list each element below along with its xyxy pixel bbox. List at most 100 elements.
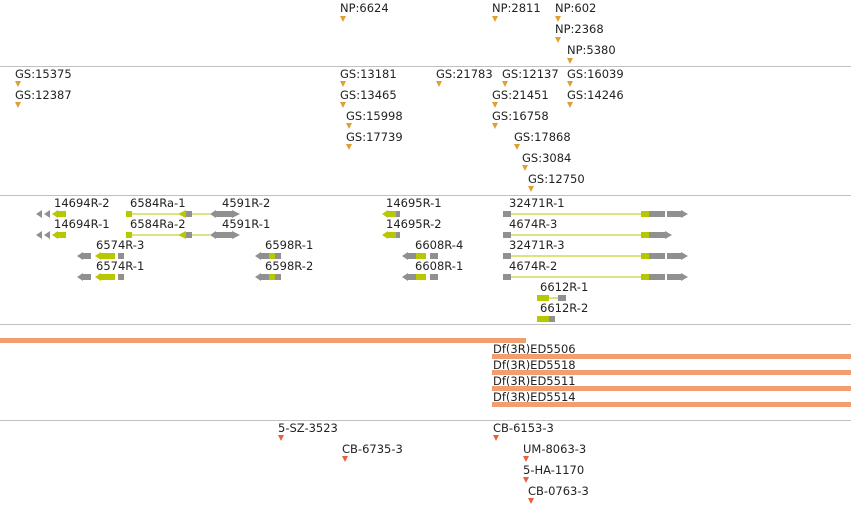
insertion-marker[interactable] [278,435,284,441]
gs-feature-label[interactable]: GS:17868 [514,130,571,144]
gs-feature-label[interactable]: GS:13181 [340,67,397,81]
deficiency-bar[interactable] [492,370,851,375]
np-feature-marker[interactable] [567,58,573,64]
transcript-label[interactable]: 14695R-1 [386,196,442,210]
insertion-label[interactable]: 5-HA-1170 [523,463,585,477]
insertion-label[interactable]: CB-0763-3 [528,484,589,498]
insertion-marker[interactable] [342,456,348,462]
transcript-label[interactable]: 4591R-1 [222,217,271,231]
gs-feature-marker[interactable] [528,186,534,192]
transcript-model-6598R-1[interactable] [255,252,281,260]
gs-feature-label[interactable]: GS:3084 [522,151,572,165]
gs-feature-marker[interactable] [15,81,21,87]
transcript-model-6608R-4[interactable] [402,252,438,260]
gs-feature-label[interactable]: GS:17739 [346,130,403,144]
transcript-label[interactable]: 4674R-2 [509,259,558,273]
transcript-label[interactable]: 14694R-1 [54,217,110,231]
transcript-model-14695R-2[interactable] [382,231,400,239]
transcript-label[interactable]: 4674R-3 [509,217,558,231]
transcript-label[interactable]: 6598R-2 [265,259,314,273]
insertion-label[interactable]: 5-SZ-3523 [278,421,338,435]
gs-feature-label[interactable]: GS:15375 [15,67,72,81]
transcript-label[interactable]: 6584Ra-1 [130,196,186,210]
insertion-label[interactable]: CB-6735-3 [342,442,403,456]
transcript-label[interactable]: 6574R-3 [96,238,145,252]
transcript-label[interactable]: 6612R-1 [540,280,589,294]
gs-feature-label[interactable]: GS:12137 [502,67,559,81]
np-feature-label[interactable]: NP:2811 [492,1,541,15]
transcript-model-6608R-1[interactable] [402,273,438,281]
transcript-model-14694R-2[interactable] [36,210,66,218]
transcript-model-6598R-2[interactable] [255,273,281,281]
transcript-label[interactable]: 6608R-1 [415,259,464,273]
transcript-model-14694R-1[interactable] [36,231,66,239]
gs-feature-label[interactable]: GS:12387 [15,88,72,102]
gs-feature-marker[interactable] [522,165,528,171]
transcript-model-6612R-1[interactable] [537,295,566,301]
transcript-label[interactable]: 6584Ra-2 [130,217,186,231]
deficiency-bar[interactable] [0,338,526,343]
gs-feature-marker[interactable] [567,81,573,87]
gs-feature-marker[interactable] [340,102,346,108]
np-feature-marker[interactable] [340,16,346,22]
transcript-model-6612R-2[interactable] [537,316,555,322]
gs-feature-label[interactable]: GS:16039 [567,67,624,81]
gs-feature-marker[interactable] [346,144,352,150]
deficiency-label[interactable]: Df(3R)ED5511 [493,374,576,388]
gs-feature-marker[interactable] [340,81,346,87]
transcript-label[interactable]: 6598R-1 [265,238,314,252]
gs-feature-marker[interactable] [492,102,498,108]
gs-feature-label[interactable]: GS:21451 [492,88,549,102]
gs-feature-marker[interactable] [502,81,508,87]
insertion-marker[interactable] [523,477,529,483]
insertion-marker[interactable] [523,456,529,462]
deficiency-label[interactable]: Df(3R)ED5506 [493,342,576,356]
deficiency-label[interactable]: Df(3R)ED5514 [493,390,576,404]
transcript-model-6574R-3[interactable] [77,252,124,260]
transcript-label[interactable]: 6574R-1 [96,259,145,273]
transcript-label[interactable]: 32471R-1 [509,196,565,210]
transcript-model-6584Ra-2[interactable] [126,231,240,239]
gs-feature-marker[interactable] [436,81,442,87]
insertion-label[interactable]: CB-6153-3 [493,421,554,435]
gs-feature-label[interactable]: GS:15998 [346,109,403,123]
track-separator [0,195,851,196]
gs-feature-label[interactable]: GS:21783 [436,67,493,81]
transcript-label[interactable]: 32471R-3 [509,238,565,252]
gs-feature-label[interactable]: GS:12750 [528,172,585,186]
gs-feature-marker[interactable] [514,144,520,150]
transcript-label[interactable]: 14694R-2 [54,196,110,210]
gs-feature-marker[interactable] [492,123,498,129]
deficiency-bar[interactable] [492,386,851,391]
transcript-label[interactable]: 4591R-2 [222,196,271,210]
transcript-model-4674R-2[interactable] [503,273,688,281]
transcript-model-6574R-1[interactable] [77,273,124,281]
deficiency-bar[interactable] [492,402,851,407]
np-feature-label[interactable]: NP:2368 [555,22,604,36]
insertion-label[interactable]: UM-8063-3 [523,442,587,456]
np-feature-label[interactable]: NP:5380 [567,43,616,57]
transcript-label[interactable]: 6612R-2 [540,301,589,315]
transcript-label[interactable]: 6608R-4 [415,238,464,252]
gs-feature-marker[interactable] [567,102,573,108]
transcript-model-32471R-3[interactable] [503,252,688,260]
transcript-model-6584Ra-1[interactable] [126,210,240,218]
transcript-label[interactable]: 14695R-2 [386,217,442,231]
gs-feature-label[interactable]: GS:16758 [492,109,549,123]
transcript-model-32471R-1[interactable] [503,210,688,218]
np-feature-label[interactable]: NP:602 [555,1,597,15]
np-feature-marker[interactable] [492,16,498,22]
deficiency-bar[interactable] [492,354,851,359]
np-feature-label[interactable]: NP:6624 [340,1,389,15]
insertion-marker[interactable] [493,435,499,441]
transcript-model-14695R-1[interactable] [382,210,400,218]
transcript-model-4674R-3[interactable] [503,231,672,239]
deficiency-label[interactable]: Df(3R)ED5518 [493,358,576,372]
gs-feature-label[interactable]: GS:13465 [340,88,397,102]
np-feature-marker[interactable] [555,16,561,22]
gs-feature-marker[interactable] [346,123,352,129]
insertion-marker[interactable] [528,498,534,504]
gs-feature-label[interactable]: GS:14246 [567,88,624,102]
np-feature-marker[interactable] [555,37,561,43]
gs-feature-marker[interactable] [15,102,21,108]
